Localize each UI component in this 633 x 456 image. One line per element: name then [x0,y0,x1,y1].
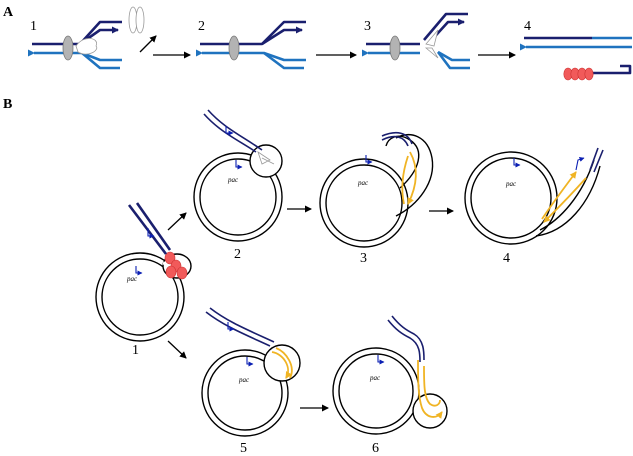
svg-text:pac: pac [357,179,369,187]
step-number: 3 [364,19,371,34]
step-arrow [168,341,186,358]
replisome-clamp [390,36,400,60]
panel-b-step-2: pac 2 [194,110,282,262]
panel-b-step-1: pac 1 [96,203,191,358]
step-number: 4 [503,251,510,266]
panel-label-b: B [3,97,12,112]
step-number: 6 [372,441,379,456]
replisome-clamp [63,36,73,60]
panel-b-step-5: pac 5 [202,308,300,456]
svg-text:pac: pac [227,176,239,184]
replisome-clamp [229,36,239,60]
step-number: 4 [524,19,531,34]
step-number: 2 [198,19,205,34]
step-number: 3 [360,251,367,266]
step-number: 2 [234,247,241,262]
panel-a-step-2: 2 [198,19,306,68]
helicase-outline [76,38,97,54]
step-number: 1 [30,19,37,34]
step-arrow [168,213,186,230]
panel-a-step-1: 1 [30,19,122,68]
panel-b-step-3: pac 3 [320,133,433,266]
pac-label: pac [126,275,138,283]
dna-strand-dark [32,22,122,44]
panel-label-a: A [3,5,14,20]
step-number: 1 [132,343,139,358]
panel-a-step-3: 3 [364,14,470,68]
recombinase-filament [564,68,593,80]
svg-text:pac: pac [238,376,250,384]
panel-b-step-4: pac 4 [465,148,603,266]
svg-text:pac: pac [505,180,517,188]
svg-text:pac: pac [369,374,381,382]
panel-a-step-4: 4 [524,19,632,80]
released-protein [129,7,156,52]
panel-b-step-6: pac 6 [333,316,447,456]
step-number: 5 [240,441,247,456]
